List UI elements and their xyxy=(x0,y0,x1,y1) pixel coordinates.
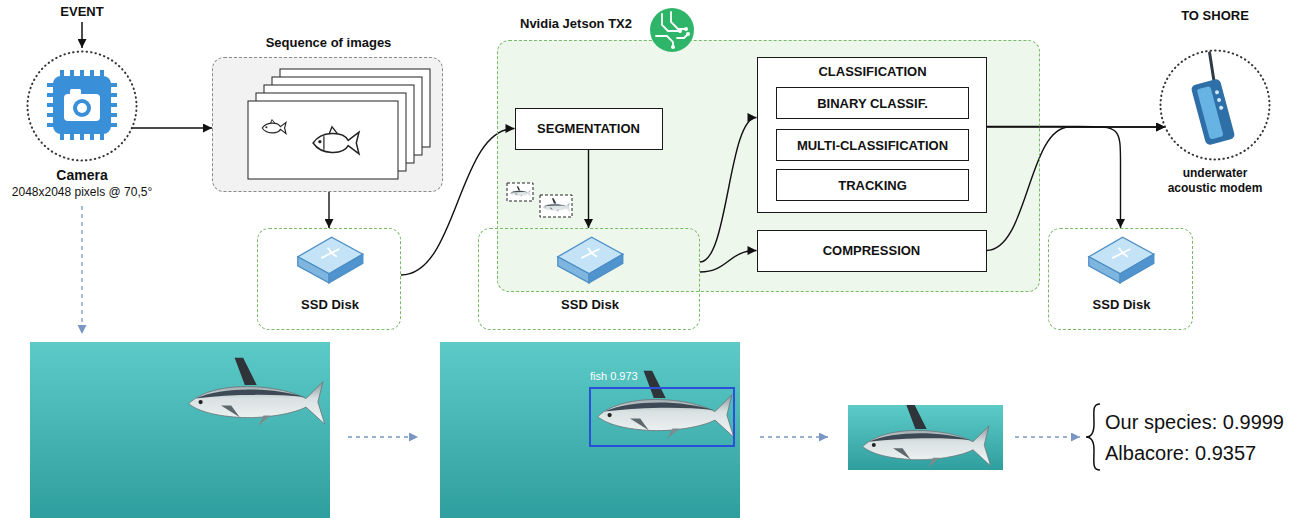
segmented-fish-crops xyxy=(507,183,572,217)
circuit-chip-icon xyxy=(650,8,694,52)
brace xyxy=(1086,404,1100,470)
frame-fish-icon xyxy=(262,120,359,154)
flow-arrow xyxy=(987,127,1166,251)
ssd-icon xyxy=(298,237,1154,282)
circle-border xyxy=(1161,51,1270,160)
image-frames xyxy=(248,69,430,179)
node-title: COMPRESSION xyxy=(823,243,921,258)
detection-score: fish 0.973 xyxy=(590,370,638,382)
ssd-disk-box: SSD Disk xyxy=(1048,228,1193,330)
image-sequence-panel: Sequence of images xyxy=(212,57,443,192)
node-title: SEGMENTATION xyxy=(537,121,640,136)
process-box: TRACKING xyxy=(776,169,969,201)
event-arrow xyxy=(82,22,83,48)
species-score: Albacore: 0.9357 xyxy=(1105,442,1256,465)
flow-arrow xyxy=(328,192,329,228)
flow-arrow xyxy=(700,251,757,273)
modem-icon xyxy=(1183,52,1235,146)
node-subtitle: underwater acoustic modem xyxy=(1159,166,1271,196)
cropped-fish-photo xyxy=(848,403,1003,470)
circle-border xyxy=(28,52,137,161)
flow-arrow xyxy=(987,127,1121,229)
camera-icon xyxy=(47,70,117,140)
node-title: SSD Disk xyxy=(561,297,619,313)
node-title: TRACKING xyxy=(838,178,907,193)
node-title: Nvidia Jetson TX2 xyxy=(520,16,632,32)
process-box: SEGMENTATION xyxy=(515,108,663,150)
process-box: COMPRESSION xyxy=(757,230,987,272)
flow-arrow xyxy=(348,436,1080,437)
node-title: MULTI-CLASSIFICATION xyxy=(797,138,948,153)
flow-arrow xyxy=(700,118,757,263)
node-title: Camera xyxy=(56,167,107,185)
jetson-region: Nvidia Jetson TX2SEGMENTATIONCLASSIFICAT… xyxy=(497,40,1040,292)
node-title: Sequence of images xyxy=(266,35,392,51)
flow-arrow xyxy=(132,127,212,128)
jetson-background xyxy=(497,40,1040,292)
node-title: CLASSIFICATION xyxy=(818,64,926,80)
event-label: EVENT xyxy=(52,4,112,19)
raw-photo xyxy=(30,342,330,518)
species-score: Our species: 0.9999 xyxy=(1105,411,1284,434)
modem-node: TO SHORE underwater acoustic modem xyxy=(1135,8,1295,200)
ssd-disk-box: SSD Disk xyxy=(257,228,401,330)
camera-to-photo-arrow xyxy=(82,206,83,334)
process-box: MULTI-CLASSIFICATION xyxy=(776,129,969,161)
flow-arrow xyxy=(588,150,589,229)
node-subtitle: 2048x2048 pixels @ 70,5° xyxy=(12,185,152,200)
ssd-disk-box: SSD Disk xyxy=(478,228,700,330)
node-title: TO SHORE xyxy=(1181,8,1249,24)
classification-group: CLASSIFICATION BINARY CLASSIF. MULTI-CLASS… xyxy=(757,57,987,213)
node-title: SSD Disk xyxy=(1093,297,1151,313)
process-box: BINARY CLASSIF. xyxy=(776,87,969,119)
detection-photo xyxy=(440,342,740,518)
camera-node: Camera2048x2048 pixels @ 70,5° xyxy=(4,50,160,200)
node-title: BINARY CLASSIF. xyxy=(817,96,928,111)
node-title: SSD Disk xyxy=(301,297,359,313)
